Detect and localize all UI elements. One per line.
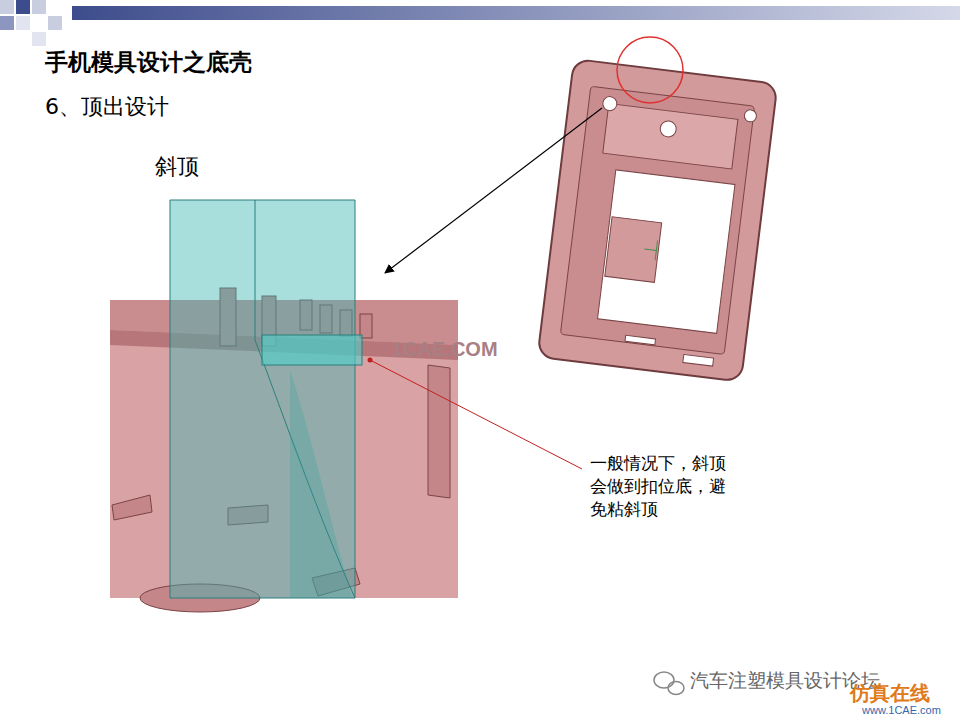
- highlight-circle: [617, 37, 683, 103]
- note-text: 一般情况下，斜顶会做到扣位底，避免粘斜顶: [590, 452, 740, 521]
- watermark: www.1CAE.com: [862, 704, 941, 716]
- watermark: 仿真在线: [850, 680, 930, 707]
- section-heading: 6、顶出设计: [45, 92, 169, 122]
- watermark: 1CAE.COM: [392, 338, 498, 361]
- detail-view: [110, 200, 458, 612]
- pointer-arrow: [385, 108, 602, 273]
- leader-dot: [368, 358, 373, 363]
- leader-line: [370, 360, 582, 469]
- header-decoration: [0, 0, 960, 46]
- slide-title: 手机模具设计之底壳: [45, 47, 252, 78]
- phone-housing: [537, 59, 777, 382]
- part-name: 斜顶: [155, 152, 199, 182]
- wechat-icon: [654, 672, 684, 695]
